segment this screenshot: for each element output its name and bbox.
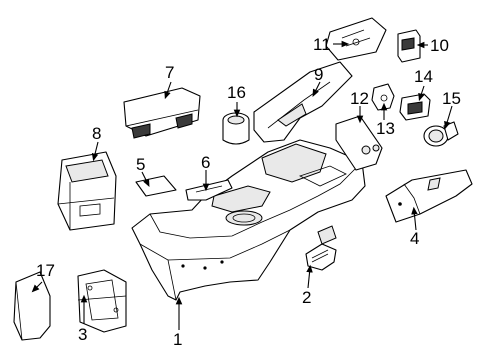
connector-part-13 [371, 83, 395, 111]
callout-9: 9 [314, 65, 323, 84]
callout-3: 3 [78, 325, 87, 344]
armrest-part [123, 87, 201, 139]
callout-8: 8 [92, 124, 101, 143]
callout-1: 1 [173, 330, 182, 349]
trim-bezel-part [253, 61, 353, 143]
callout-labels: 1 2 3 4 5 6 7 8 9 10 11 12 13 14 15 16 1… [36, 35, 461, 349]
mat-part [135, 175, 177, 197]
callout-4: 4 [410, 229, 419, 248]
switch-part-10 [397, 29, 421, 63]
callout-12: 12 [350, 89, 369, 108]
callout-2: 2 [302, 288, 311, 307]
switch-block-part [399, 93, 431, 121]
callout-11: 11 [313, 35, 331, 54]
socket-part [423, 121, 459, 147]
callout-5: 5 [136, 155, 145, 174]
side-panel-part [385, 169, 473, 223]
cup-holder-part [222, 112, 250, 145]
mounting-bracket-part [77, 269, 127, 333]
storage-box-part [57, 151, 117, 231]
callout-14: 14 [414, 67, 433, 86]
callout-13: 13 [376, 119, 395, 138]
cover-part [13, 271, 51, 341]
callout-16: 16 [227, 83, 246, 102]
callout-17: 17 [36, 261, 55, 280]
bracket-part-2 [305, 225, 337, 271]
console-body-part [131, 139, 366, 301]
callout-6: 6 [201, 153, 210, 172]
callout-15: 15 [442, 89, 461, 108]
shifter-panel-part [325, 17, 387, 61]
leader-lines [31, 40, 453, 330]
callout-10: 10 [430, 36, 449, 55]
callout-7: 7 [165, 63, 174, 82]
